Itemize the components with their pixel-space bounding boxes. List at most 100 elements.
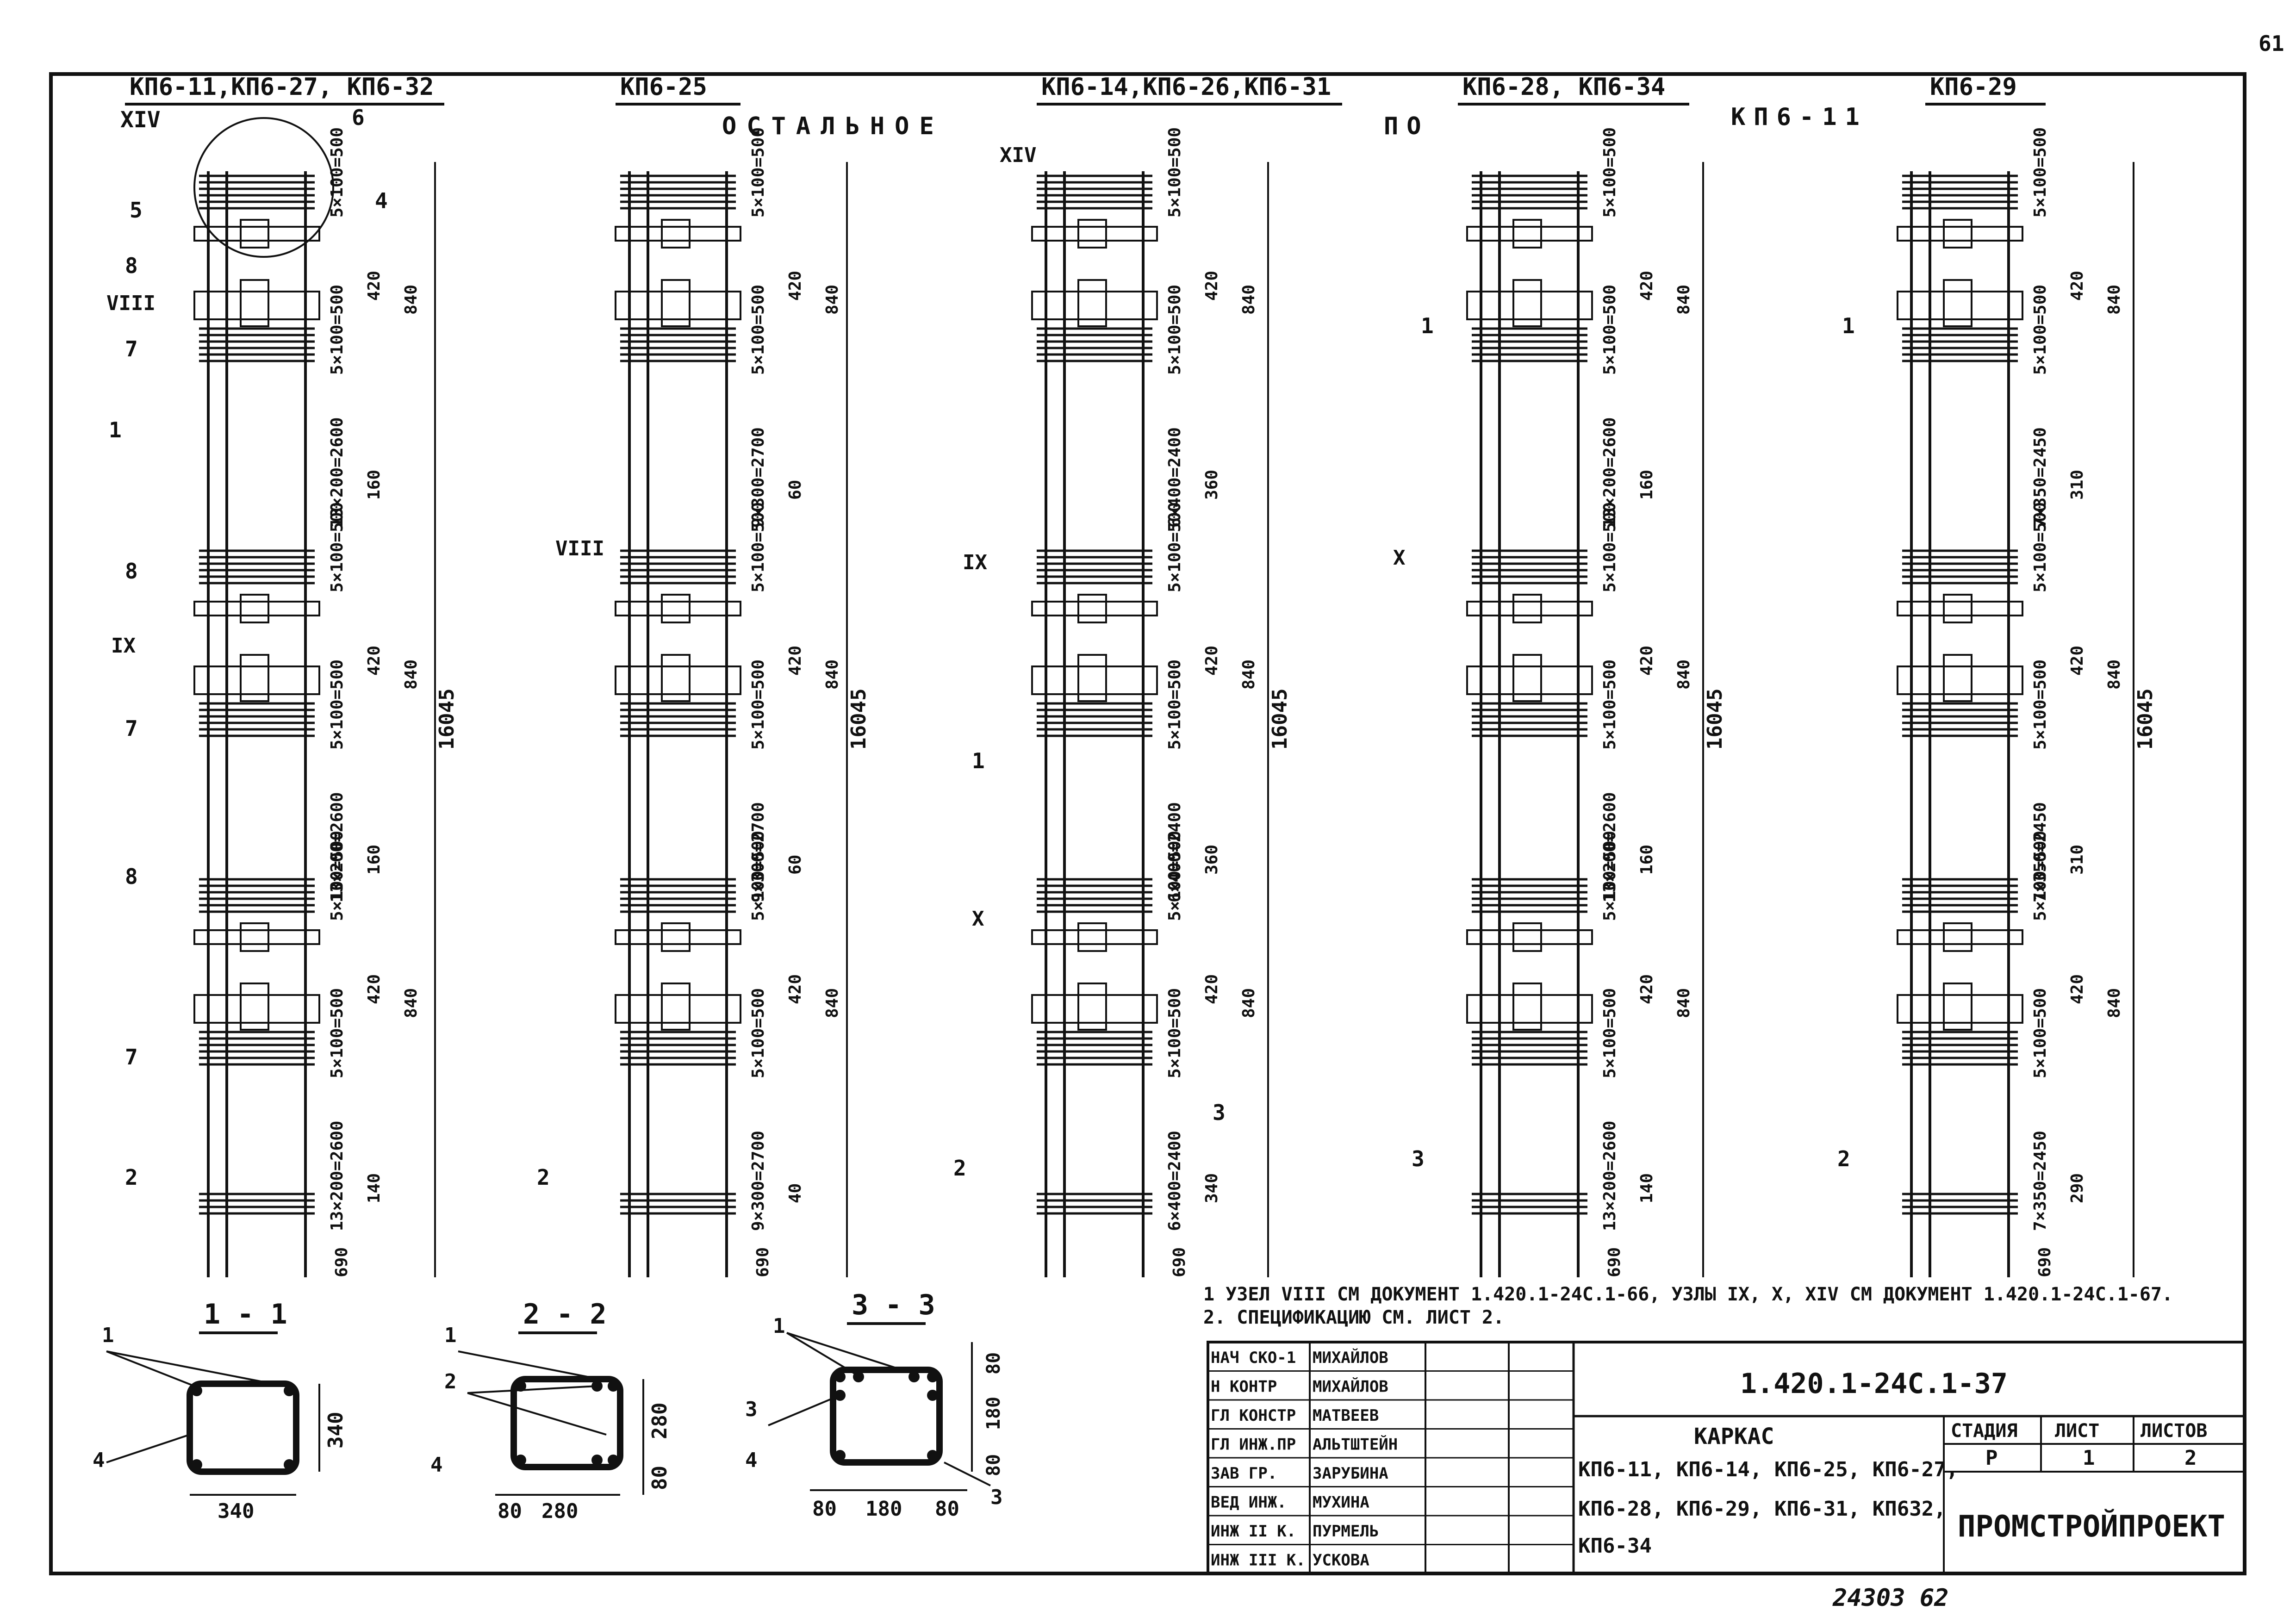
dim-span: 13×200=2600 — [328, 1121, 347, 1231]
stamp-name: АЛЬТШТЕЙН — [1313, 1435, 1398, 1454]
section-2-2-w2: 280 — [541, 1499, 578, 1523]
node-label-x-4: X — [1393, 546, 1406, 570]
callout-8b: 8 — [125, 559, 138, 584]
dim-500-bottom: 5×100=500 — [2031, 988, 2050, 1078]
dim-500-bottom: 5×100=500 — [1600, 988, 1619, 1078]
dim-500-bottom: 5×100=500 — [2031, 659, 2050, 750]
dim-span: 9×300=2700 — [749, 1131, 768, 1231]
callout-8c: 8 — [125, 864, 138, 889]
node-circle-xiv — [193, 117, 334, 258]
dim-420: 420 — [365, 646, 384, 676]
section-3-3-w1: 80 — [812, 1497, 837, 1521]
dim-span: 13×200=2600 — [1600, 1121, 1619, 1231]
dim-500-top: 5×100=500 — [2031, 502, 2050, 592]
dim-gap: 60 — [786, 855, 805, 875]
section-2-2: 2 - 2 1 2 4 80 280 280 80 — [430, 1298, 672, 1523]
dim-420: 420 — [1637, 271, 1656, 301]
dim-500-bottom: 5×100=500 — [2031, 285, 2050, 375]
dim-420: 420 — [365, 974, 384, 1004]
dim-420: 420 — [1202, 974, 1221, 1004]
note-rest: ОСТАЛЬНОЕ — [722, 112, 944, 140]
section-3-3-w3: 80 — [935, 1497, 959, 1521]
header-col5: КП6-29 — [1930, 73, 2017, 101]
header-col3: КП6-14,КП6-26,КП6-31 — [1041, 73, 1331, 101]
stamp-role: НАЧ СКО-1 — [1211, 1349, 1296, 1367]
section-3-3-callout-3: 3 — [745, 1398, 758, 1421]
dim-span: 7×350=2450 — [2031, 1131, 2050, 1231]
dim-500-top: 5×100=500 — [749, 127, 768, 218]
section-2-2-callout-2: 2 — [444, 1370, 457, 1393]
dim-500-bottom: 5×100=500 — [1165, 659, 1184, 750]
dim-420: 420 — [786, 974, 805, 1004]
dim-840: 840 — [1239, 988, 1258, 1018]
dim-690: 690 — [1605, 1247, 1624, 1277]
sheets-value: 2 — [2184, 1446, 2197, 1470]
dim-500-bottom: 5×100=500 — [749, 285, 768, 375]
dim-span: 13×200=2600 — [328, 417, 347, 528]
dim-total-16045: 16045 — [435, 689, 459, 750]
section-1-1-title: 1 - 1 — [204, 1298, 287, 1331]
stage-label: СТАДИЯ — [1951, 1420, 2018, 1442]
dim-500-top: 5×100=500 — [328, 831, 347, 921]
callout-6: 6 — [352, 105, 365, 130]
dim-500-bottom: 5×100=500 — [1165, 285, 1184, 375]
stamp-role: ВЕД ИНЖ. — [1211, 1493, 1287, 1512]
note-per: ПО — [1384, 112, 1430, 140]
dim-840: 840 — [402, 285, 421, 315]
callout-1d: 1 — [1421, 313, 1434, 338]
stamp-name: ПУРМЕЛЬ — [1313, 1522, 1379, 1541]
node-label-ix-3: IX — [963, 551, 987, 574]
dim-gap: 140 — [1637, 1173, 1656, 1203]
dim-gap: 360 — [1202, 470, 1221, 500]
callout-7b: 7 — [125, 716, 138, 741]
section-3-3: 3 - 3 1 3 4 3 80 180 80 80 180 80 — [745, 1289, 1004, 1521]
stamp-role: ЗАВ ГР. — [1211, 1464, 1277, 1483]
dim-span: 13×200=2600 — [328, 792, 347, 902]
stamp-name: МАТВЕЕВ — [1313, 1406, 1379, 1425]
stamp-name: ЗАРУБИНА — [1313, 1464, 1388, 1483]
dim-420: 420 — [365, 271, 384, 301]
dim-500-top: 5×100=500 — [1165, 502, 1184, 592]
dim-840: 840 — [2105, 285, 2124, 315]
dim-span: 6×400=2400 — [1165, 1131, 1184, 1231]
header-col2: КП6-25 — [620, 73, 707, 101]
section-1-1-callout-4: 4 — [93, 1449, 105, 1472]
callout-8a: 8 — [125, 253, 138, 278]
dim-500-top: 5×100=500 — [1165, 831, 1184, 921]
dim-420: 420 — [1637, 646, 1656, 676]
dim-840: 840 — [2105, 659, 2124, 690]
callout-3b: 3 — [1412, 1146, 1425, 1171]
dim-gap: 290 — [2068, 1173, 2087, 1203]
dim-500-top: 5×100=500 — [328, 502, 347, 592]
callout-1c: 1 — [972, 748, 985, 773]
note-2: 2. СПЕЦИФИКАЦИЮ СМ. ЛИСТ 2. — [1203, 1307, 1504, 1328]
callout-1a: 1 — [109, 417, 122, 442]
node-label-viii-2: VIII — [555, 537, 604, 560]
dim-840: 840 — [1239, 659, 1258, 690]
dim-420: 420 — [1202, 271, 1221, 301]
section-3-3-callout-3b: 3 — [990, 1486, 1003, 1509]
node-label-ix: IX — [111, 634, 136, 658]
section-1-1-height: 340 — [324, 1412, 348, 1449]
footer-number: 24303 62 — [1832, 1584, 1948, 1612]
dim-span: 13×200=2600 — [1600, 792, 1619, 902]
callout-7a: 7 — [125, 336, 138, 361]
dim-500-top: 5×100=500 — [749, 502, 768, 592]
dim-total-16045: 16045 — [2134, 689, 2157, 750]
dim-span: 13×200=2600 — [1600, 417, 1619, 528]
dim-total-16045: 16045 — [1703, 689, 1727, 750]
stamp-name: МИХАЙЛОВ — [1313, 1348, 1388, 1367]
dim-span: 6×400=2400 — [1165, 427, 1184, 528]
header-col4: КП6-28, КП6-34 — [1462, 73, 1665, 101]
dim-840: 840 — [1674, 988, 1693, 1018]
node-label-xiv: XIV — [120, 107, 161, 133]
dim-420: 420 — [786, 646, 805, 676]
dim-690: 690 — [1170, 1247, 1189, 1277]
stamp-role: ГЛ КОНСТР — [1211, 1406, 1296, 1425]
callouts: XIV 6 5 4 8 VIII 7 1 8 IX 7 8 7 2 2 VIII… — [106, 105, 1855, 1190]
stamp-role: ГЛ ИНЖ.ПР — [1211, 1436, 1296, 1454]
dim-500-bottom: 5×100=500 — [749, 988, 768, 1078]
